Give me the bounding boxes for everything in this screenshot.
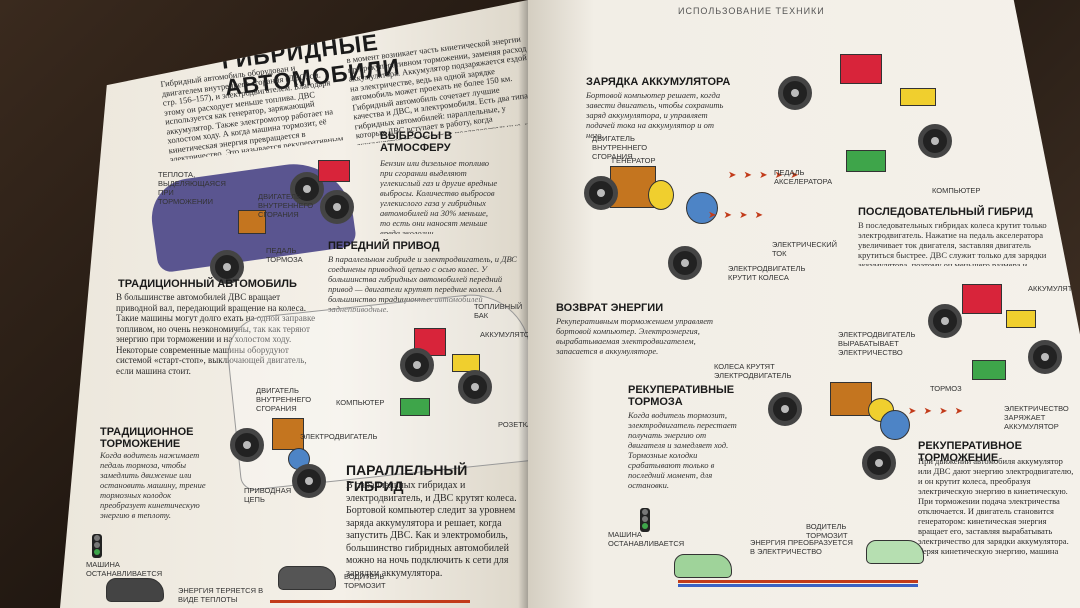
parallel-text: В параллельных гибридах и электродвигате… [346, 480, 517, 579]
regen-brakes-text: Когда водитель тормозит, электродвигател… [628, 410, 737, 490]
wheel [292, 464, 326, 498]
label-car-stops: Машина останавливается [608, 530, 685, 548]
generator-cylinder [648, 180, 674, 210]
regen-heading: Рекуперативное торможение [918, 440, 1022, 464]
wheel [400, 348, 434, 382]
car-icon [866, 540, 924, 564]
wheel [768, 392, 802, 426]
traffic-light-icon [640, 508, 650, 532]
traditional-heading: Традиционный автомобиль [118, 278, 297, 290]
energy-bar [678, 580, 918, 583]
series-text: В последовательных гибридах колеса крути… [858, 220, 1047, 266]
wheel [1028, 340, 1062, 374]
label-energy-converted: Энергия преобразуется в электричество [750, 538, 853, 556]
wheel [230, 428, 264, 462]
regen-brakes-heading: Рекуперативные тормоза [628, 384, 735, 408]
label-socket: Розетка [498, 420, 528, 429]
label-electricity-charges: Электричество заряжает аккумулятор [1004, 404, 1069, 431]
battery-box [900, 88, 936, 106]
car-icon [106, 578, 164, 602]
label-wheels-turn: Колеса крутят электродвигатель [714, 362, 792, 380]
label-driver-brakes: Водитель тормозит [806, 522, 848, 540]
label-motor-turns: Электродвигатель крутит колеса [728, 264, 806, 282]
braking-heading: Традиционное торможение [100, 426, 194, 450]
label-engine: Двигатель внутреннего сгорания [258, 192, 314, 219]
parallel-heading: Параллельный гибрид [346, 462, 468, 494]
label-engine: Двигатель внутреннего сгорания [592, 134, 648, 161]
regen-text: При движении автомобиля аккумулятор или … [918, 456, 1074, 556]
wheel [458, 370, 492, 404]
label-motor: Электродвигатель [300, 432, 378, 441]
motor-cylinder [686, 192, 718, 224]
front-drive-heading: Передний привод [328, 240, 440, 252]
wheel [584, 176, 618, 210]
label-battery: Аккумулятор [480, 330, 528, 339]
charging-text: Бортовой компьютер решает, когда завести… [586, 90, 724, 140]
label-current: Электрический ток [772, 240, 837, 258]
label-computer: Компьютер [932, 186, 981, 195]
right-page: Использование техники Зарядка аккумулято… [528, 0, 1080, 608]
fuel-tank-box [318, 160, 350, 182]
car-icon [278, 566, 336, 590]
wheel [668, 246, 702, 280]
label-energy-lost: Энергия теряется в виде теплоты [178, 586, 264, 604]
label-motor-generates: Электродвигатель вырабатывает электричес… [838, 330, 916, 357]
motor-cylinder [880, 410, 910, 440]
current-arrows: ➤ ➤ ➤ ➤ [908, 406, 966, 417]
fuel-tank-box [840, 54, 882, 84]
fuel-tank-box [414, 328, 446, 356]
intro-text: Гибридный автомобиль оборудован и двигат… [160, 62, 344, 162]
label-heat: Теплота, выделяющаяся при торможении [158, 170, 226, 206]
label-brakes: Тормоз [930, 384, 962, 393]
wheel [918, 124, 952, 158]
energy-return-text: Рекуперативным торможением управляет бор… [556, 316, 714, 356]
charging-heading: Зарядка аккумулятора [586, 76, 731, 88]
wheel [210, 250, 244, 284]
computer-box [400, 398, 430, 416]
traffic-light-icon [92, 534, 102, 558]
energy-return-heading: Возврат энергии [556, 302, 664, 314]
label-driver-brakes: Водитель тормозит [344, 572, 386, 590]
label-car-stops: Машина останавливается [86, 560, 163, 578]
label-computer: Компьютер [336, 398, 385, 407]
car-icon [674, 554, 732, 578]
engine-block [238, 210, 266, 234]
wheel [862, 446, 896, 480]
fuel-tank-box [962, 284, 1002, 314]
label-battery: Аккумулятор [1028, 284, 1080, 293]
open-book: Укрощая стихии Гибридные автомобили Гибр… [60, 0, 1080, 608]
emissions-text: Бензин или дизельное топливо при сгорани… [380, 158, 498, 234]
current-arrows: ➤ ➤ ➤ ➤ [708, 210, 766, 221]
wheel [778, 76, 812, 110]
battery-box [1006, 310, 1036, 328]
traditional-text: В большинстве автомобилей ДВС вращает пр… [116, 292, 316, 376]
left-page: Укрощая стихии Гибридные автомобили Гибр… [60, 0, 528, 608]
label-drive-chain: Приводная цепь [244, 486, 292, 504]
computer-box [846, 150, 886, 172]
computer-box [972, 360, 1006, 380]
series-heading: Последовательный гибрид [858, 206, 1033, 218]
braking-text: Когда водитель нажимает педаль тормоза, … [100, 450, 206, 520]
label-engine2: Двигатель внутреннего сгорания [256, 386, 312, 413]
label-fuel-tank: Топливный бак [474, 302, 523, 320]
electricity-bar [678, 584, 918, 587]
wheel [928, 304, 962, 338]
engine-block [272, 418, 304, 450]
front-drive-text: В параллельном гибриде и электродвигател… [328, 254, 517, 312]
energy-bar [270, 600, 470, 603]
label-accel-pedal: Педаль акселератора [774, 168, 833, 186]
label-brake-pedal: Педаль тормоза [266, 246, 303, 264]
current-arrows: ➤ ➤ ➤ ➤ ➤ [728, 170, 801, 181]
right-running-head: Использование техники [678, 6, 825, 16]
wheel [320, 190, 354, 224]
emissions-heading: Выбросы в атмосферу [380, 130, 453, 154]
left-running-head: Укрощая стихии [310, 6, 409, 16]
engine-block [830, 382, 872, 416]
label-generator: Генератор [612, 156, 656, 165]
